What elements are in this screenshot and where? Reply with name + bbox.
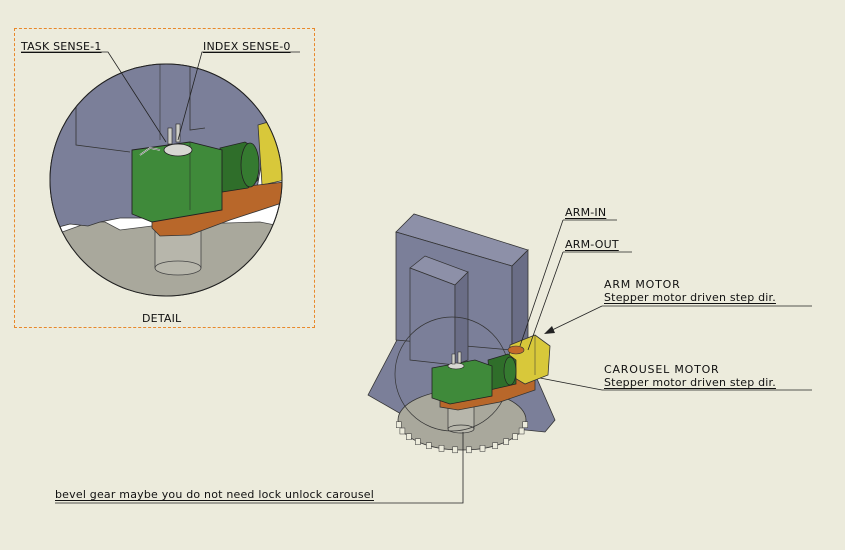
gear-tooth-notch <box>512 433 518 440</box>
carousel-motor-desc: Stepper motor driven step dir. <box>604 376 776 389</box>
bevel-gear-note: bevel gear maybe you do not need lock un… <box>55 488 374 501</box>
detail-yellow-motor <box>257 119 282 186</box>
main-assembly <box>367 213 556 454</box>
arm-out-label: ARM-OUT <box>565 238 619 251</box>
detail-view <box>21 51 300 297</box>
gear-tooth-notch <box>466 446 472 454</box>
gear-tooth-notch <box>426 442 432 449</box>
gear-tooth-notch <box>396 421 402 428</box>
index-sense-label: INDEX SENSE-0 <box>203 40 291 53</box>
carousel-motor-title: CAROUSEL MOTOR <box>604 363 720 376</box>
carousel-motor <box>431 359 493 405</box>
arm-motor-title: ARM MOTOR <box>604 278 681 291</box>
gear-tooth-notch <box>518 427 525 435</box>
gear-tooth-notch <box>479 445 486 452</box>
detail-frame <box>14 28 315 328</box>
detail-caption: DETAIL <box>142 312 182 325</box>
gear-tooth-notch <box>503 438 509 445</box>
arm-motor-arrowhead <box>544 326 555 334</box>
gear-tooth-notch <box>452 446 458 454</box>
gear-tooth-notch <box>522 421 528 428</box>
gear-tooth-notch <box>438 445 445 452</box>
gear-tooth-notch <box>399 427 406 435</box>
leader-lines <box>55 219 812 504</box>
detail-sensor-disk <box>163 143 193 157</box>
gear-tooth-notch <box>492 442 498 449</box>
gear-tooth-notch <box>415 438 421 445</box>
gear-tooth-notch <box>406 433 412 440</box>
arm-in-label: ARM-IN <box>565 206 607 219</box>
task-sense-label: TASK SENSE-1 <box>21 40 102 53</box>
arm-motor-desc: Stepper motor driven step dir. <box>604 291 776 304</box>
